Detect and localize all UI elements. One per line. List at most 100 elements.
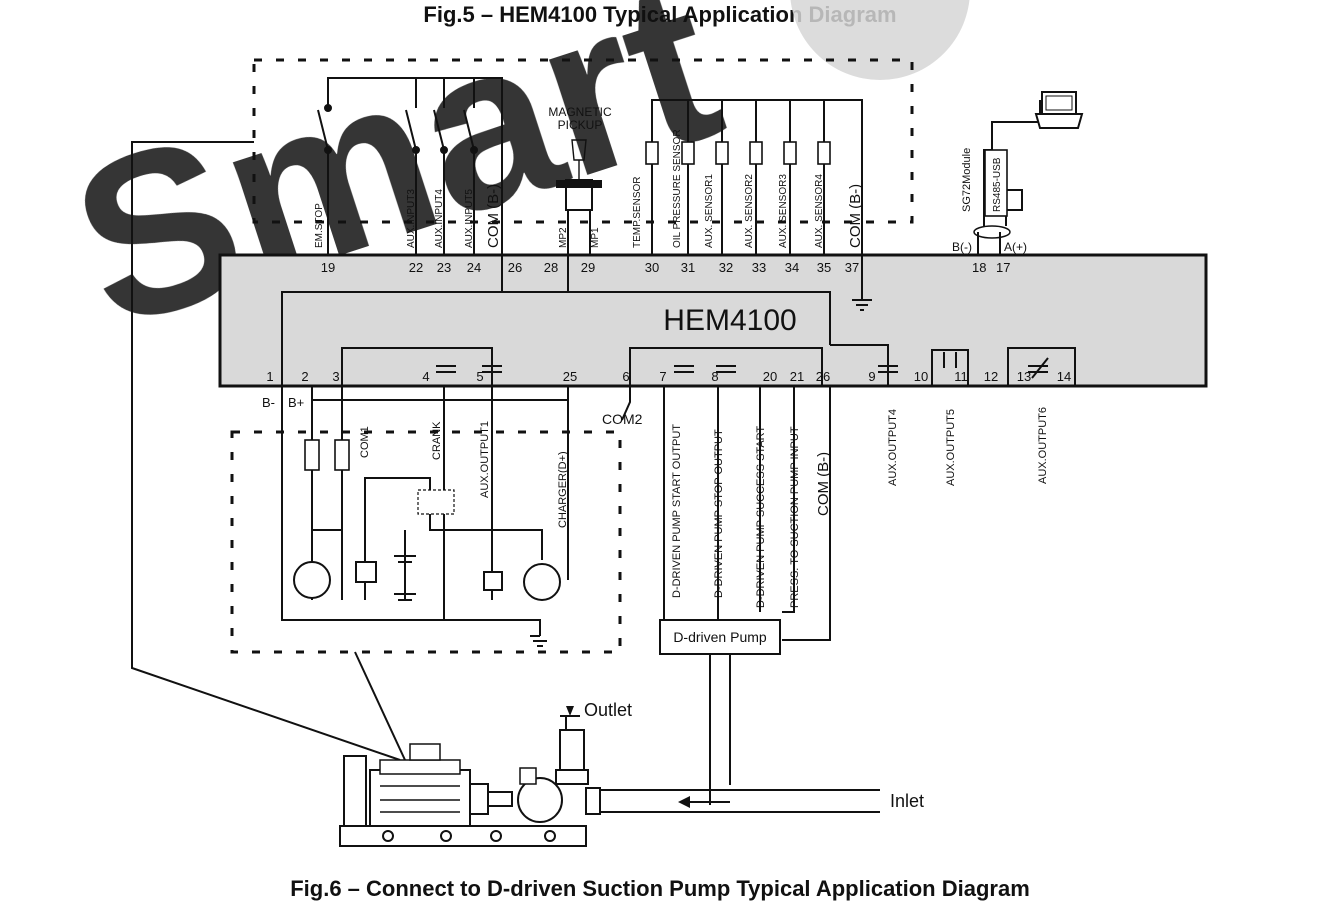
- pin-17: 17: [996, 260, 1010, 275]
- top-pin-28: 28: [544, 260, 558, 275]
- bottom-pin-2: 2: [301, 369, 308, 384]
- relay-coil-1: [355, 561, 377, 583]
- controller-name: HEM4100: [663, 304, 796, 337]
- top-label-34: AUX. SENSOR3: [778, 174, 789, 248]
- bottom-pin-5: 5: [476, 369, 483, 384]
- pin-18: 18: [972, 260, 986, 275]
- bottom-pin-14: 14: [1057, 369, 1071, 384]
- sensor-resistors: [645, 141, 831, 165]
- bottom-pin-9: 9: [868, 369, 875, 384]
- aux-output-label-2: AUX.OUTPUT6: [1037, 407, 1049, 484]
- bottom-pin-4: 4: [422, 369, 429, 384]
- bottom-pin-13: 13: [1017, 369, 1031, 384]
- top-label-19: EM.STOP: [314, 203, 325, 248]
- outlet-arrow: [566, 706, 574, 716]
- controller-body: [218, 253, 1208, 388]
- top-label-29: MP1: [590, 227, 601, 248]
- pump-box: [659, 619, 781, 655]
- supply-b-plus: B+: [288, 395, 304, 410]
- top-pin-24: 24: [467, 260, 481, 275]
- top-label-33: AUX. SENSOR2: [744, 174, 755, 248]
- ground-symbol: [852, 255, 872, 311]
- comm-a-label: A(+): [1004, 240, 1027, 254]
- inlet-label: Inlet: [890, 791, 924, 811]
- battery-icon: [394, 555, 416, 601]
- bottom-pin-20: 20: [763, 369, 777, 384]
- bottom-pin-3: 3: [332, 369, 339, 384]
- top-pin-31: 31: [681, 260, 695, 275]
- left-output-label-2: AUX.OUTPUT1: [479, 421, 491, 498]
- watermark-logo-shape: [790, 0, 970, 80]
- top-pin-35: 35: [817, 260, 831, 275]
- com-bus-left: [281, 255, 503, 386]
- aux-output-label-0: AUX.OUTPUT4: [887, 409, 899, 486]
- bottom-pin-11: 11: [954, 369, 968, 384]
- crank-relay: [417, 489, 455, 515]
- top-label-26: COM (B-): [485, 184, 502, 248]
- top-pin-23: 23: [437, 260, 451, 275]
- bottom-pin-21: 21: [790, 369, 804, 384]
- top-label-30: TEMP.SENSOR: [632, 177, 643, 249]
- com-bus-right: [502, 291, 831, 345]
- module-label: SG72Module: [961, 148, 973, 212]
- magnetic-pickup: MAGNETIC PICKUP: [548, 105, 612, 255]
- pump-output-label-0: D-DRIVEN PUMP START OUTPUT: [671, 424, 683, 598]
- left-output-label-0: COM1: [359, 426, 371, 458]
- pump-output-label-4: COM (B-): [815, 452, 832, 516]
- bottom-pin-8: 8: [711, 369, 718, 384]
- top-pin-22: 22: [409, 260, 423, 275]
- top-pin-34: 34: [785, 260, 799, 275]
- bottom-components: [293, 439, 561, 601]
- top-label-32: AUX. SENSOR1: [704, 174, 715, 248]
- relay-coil-2: [483, 571, 503, 591]
- left-output-label-1: CRANK: [431, 421, 443, 460]
- laptop-icon: [1034, 91, 1084, 129]
- input-switches: [317, 77, 503, 255]
- supply-b-minus: B-: [262, 395, 275, 410]
- com2-label: COM2: [602, 411, 643, 427]
- engine-harness-wire: [131, 141, 401, 761]
- sensors: [651, 99, 863, 255]
- top-label-28: MP2: [558, 227, 569, 248]
- magnetic-pickup-line2: PICKUP: [558, 118, 603, 132]
- comm-b-label: B(-): [952, 240, 972, 254]
- top-label-35: AUX. SENSOR4: [814, 174, 825, 248]
- top-pin-19: 19: [321, 260, 335, 275]
- pump-output-label-3: PRESS. TO SUCTION PUMP INPUT: [789, 426, 801, 608]
- top-pin-29: 29: [581, 260, 595, 275]
- aux-output-label-1: AUX.OUTPUT5: [945, 409, 957, 486]
- fuse-1: [304, 439, 320, 471]
- figure-6-title: Fig.6 – Connect to D-driven Suction Pump…: [290, 876, 1030, 901]
- inlet-flow-arrow: [678, 796, 690, 808]
- bottom-pin-6: 6: [622, 369, 629, 384]
- top-pin-33: 33: [752, 260, 766, 275]
- top-label-37: COM (B-): [847, 184, 864, 248]
- bottom-pin-26: 26: [816, 369, 830, 384]
- bottom-pin-25: 25: [563, 369, 577, 384]
- starter-motor-icon: [293, 561, 331, 599]
- top-pin-26: 26: [508, 260, 522, 275]
- charger-alternator-icon: [523, 563, 561, 601]
- bottom-pin-10: 10: [914, 369, 928, 384]
- relay-contacts: [436, 352, 1049, 379]
- bottom-pin-7: 7: [659, 369, 666, 384]
- bottom-pin-1: 1: [266, 369, 273, 384]
- outlet-label: Outlet: [584, 700, 632, 720]
- pump-output-label-2: D-DRIVEN PUMP SUCCESS START: [755, 426, 767, 608]
- top-label-24: AUX.INPUT5: [464, 189, 475, 248]
- bottom-pin-12: 12: [984, 369, 998, 384]
- bottom-output-labels: COM1 CRANK AUX.OUTPUT1 CHARGER(D+) D-DRIVEN …: [359, 407, 1049, 608]
- input-group-border: [252, 58, 914, 224]
- top-label-23: AUX.INPUT4: [434, 189, 445, 248]
- fuse-2: [334, 439, 350, 471]
- top-pin-37: 37: [845, 260, 859, 275]
- comm-module: RS485-USB SG72Module B(-) A(+) 18 17: [952, 91, 1084, 275]
- left-output-label-3: CHARGER(D+): [557, 451, 569, 528]
- engine-pump-set-icon: [339, 715, 880, 847]
- top-label-31: OIL PRESSURE SENSOR: [672, 129, 683, 248]
- top-pin-32: 32: [719, 260, 733, 275]
